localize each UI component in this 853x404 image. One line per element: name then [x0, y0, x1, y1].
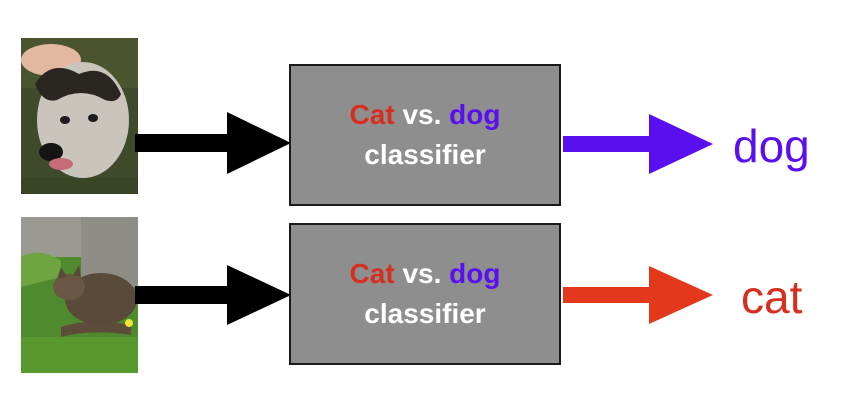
input-arrow-top: [135, 112, 291, 174]
output-label-dog: dog: [733, 120, 810, 172]
label-cat: Cat: [349, 99, 395, 130]
label-dog: dog: [449, 99, 501, 130]
output-arrow-cat: [563, 266, 713, 324]
classifier-box: Cat vs. dog classifier: [289, 64, 561, 206]
classifier-title: Cat vs. dog: [350, 254, 501, 294]
label-cat: Cat: [349, 258, 395, 289]
input-arrow-bottom: [135, 265, 291, 325]
output-arrow-dog: [563, 114, 713, 174]
label-vs: vs.: [402, 99, 442, 130]
classifier-box: Cat vs. dog classifier: [289, 223, 561, 365]
dog-photo: [21, 38, 138, 194]
label-classifier: classifier: [364, 139, 486, 170]
label-vs: vs.: [402, 258, 442, 289]
classifier-title: Cat vs. dog: [350, 95, 501, 135]
label-classifier: classifier: [364, 298, 486, 329]
label-dog: dog: [449, 258, 501, 289]
cat-photo: [21, 217, 138, 373]
output-label-cat: cat: [741, 271, 803, 323]
